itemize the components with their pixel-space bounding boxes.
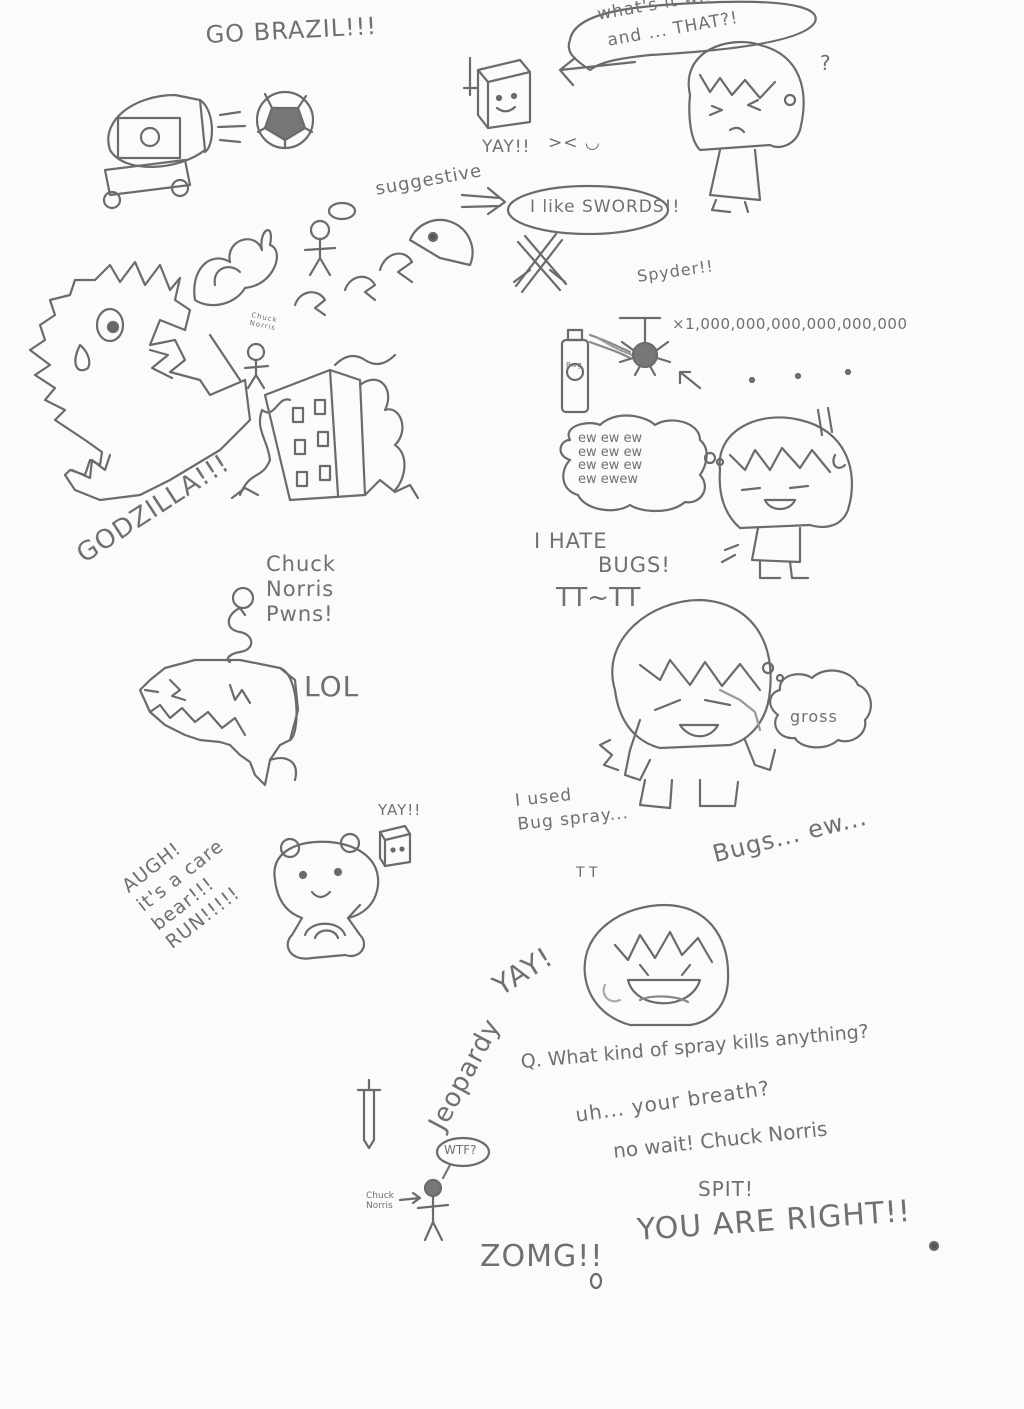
wtf-bubble xyxy=(437,1138,489,1166)
cube-character-drawing xyxy=(464,58,530,128)
lol-text: LOL xyxy=(304,670,360,703)
girl-disgusted-drawing xyxy=(720,408,852,578)
zomg-text: ZOMG!! xyxy=(480,1239,604,1274)
spider-drawing xyxy=(620,318,670,375)
swords-bubble xyxy=(508,186,668,234)
soccer-ball-drawing xyxy=(257,92,313,148)
exclaim-drop xyxy=(591,1274,601,1288)
i-like-swords-text: I like SWORDS!! xyxy=(530,197,681,217)
chuck-arrow-label: Chuck Norris xyxy=(366,1191,394,1211)
bugs-text: BUGS! xyxy=(598,553,671,577)
spit-text: SPIT! xyxy=(698,1177,754,1201)
arrow-to-spider xyxy=(680,372,700,388)
crossed-swords-icon xyxy=(514,234,566,292)
godzilla-drawing xyxy=(30,262,250,500)
girl-sad-drawing xyxy=(600,600,775,808)
sword-icon xyxy=(358,1080,380,1148)
chuck-norris-pwns-text: Chuck Norris Pwns! xyxy=(266,552,336,627)
bug-can-label: Bug xyxy=(566,361,583,369)
burning-building xyxy=(232,370,418,500)
ew-thought-cloud xyxy=(561,416,707,511)
chuck-norris-riding-figure xyxy=(228,588,253,662)
bug-spray-can-drawing xyxy=(562,330,632,412)
ew-cloud-text: ew ew ew ew ew ew ew ew ew ew ewew xyxy=(578,431,643,487)
arrow-to-cube xyxy=(560,58,635,85)
girl-confused-drawing xyxy=(689,42,804,212)
question-mark-text: ? xyxy=(820,51,832,75)
pacman-chasers xyxy=(295,220,473,365)
cannon-drawing xyxy=(104,95,245,208)
yay-bear-cube-text: YAY!! xyxy=(378,801,422,819)
tt-small-text: T T xyxy=(576,865,598,881)
fish-monster-drawing xyxy=(140,660,298,785)
yay-cube-text: YAY!! xyxy=(482,137,531,157)
fire-breath xyxy=(194,230,277,305)
multiplier-text: ×1,000,000,000,000,000,000 xyxy=(672,315,908,333)
wtf-text: WTF? xyxy=(444,1143,477,1157)
stick-figure-thinking xyxy=(305,203,355,275)
small-cube-drawing xyxy=(380,826,410,866)
sweat-dots xyxy=(750,370,850,382)
tiny-chuck-norris-figure xyxy=(245,344,268,388)
care-bear-drawing xyxy=(274,834,378,959)
cube-face-text: >< ◡ xyxy=(548,133,601,153)
crying-face-text: TT~TT xyxy=(556,583,641,613)
right-dot xyxy=(930,1242,938,1250)
chuck-norris-stick-figure xyxy=(400,1180,448,1240)
suggestive-arrow xyxy=(462,188,505,214)
gross-text: gross xyxy=(790,707,838,726)
i-hate-text: I HATE xyxy=(534,529,608,553)
gross-thought-cloud xyxy=(770,671,871,748)
speech-bubble-that xyxy=(569,2,816,70)
girl-happy-drawing xyxy=(585,905,728,1025)
